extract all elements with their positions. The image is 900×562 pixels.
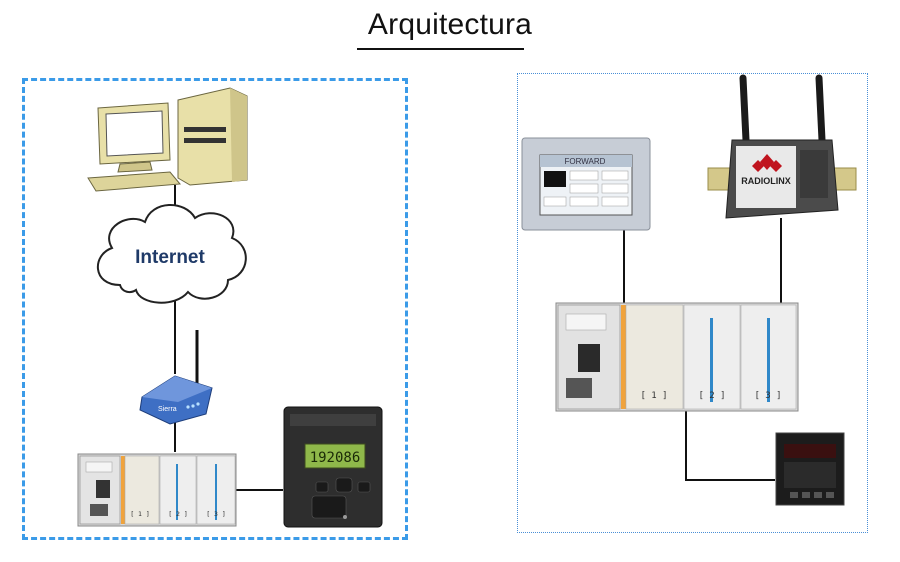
radio-module: RADIOLINX [707,74,857,219]
left-plc-rack: [ 1 ] [ 2 ] [ 3 ] [77,453,237,527]
right-slot-3-label: [ 3 ] [754,391,781,401]
internet-label: Internet [135,247,205,268]
title-underline [357,48,524,50]
right-slot-1-label: [ 1 ] [640,391,667,401]
internet-cloud: Internet [96,204,247,304]
hmi-brand-label: FORWARD [565,157,606,166]
left-architecture-frame [22,78,408,540]
left-slot-2-label: [ 2 ] [168,510,188,518]
page-title: Arquitectura [367,8,533,41]
hmi-touch-panel: FORWARD [521,137,651,231]
connection-lines [174,185,782,491]
meter-display-value: 192086 [310,450,361,466]
power-meter-device [775,432,845,506]
left-slot-1-label: [ 1 ] [130,510,150,518]
radio-brand-label: RADIOLINX [741,176,791,186]
right-slot-2-label: [ 2 ] [698,391,725,401]
link-plc-powermeter [685,410,775,481]
energy-meter-device: 192086 [283,406,383,528]
modem-brand-label: Sierra [158,406,177,413]
right-plc-rack: [ 1 ] [ 2 ] [ 3 ] [555,302,799,412]
cellular-modem: Sierra [139,330,213,425]
desktop-computer [87,87,248,192]
left-slot-3-label: [ 3 ] [206,510,226,518]
right-architecture-frame [517,73,868,533]
